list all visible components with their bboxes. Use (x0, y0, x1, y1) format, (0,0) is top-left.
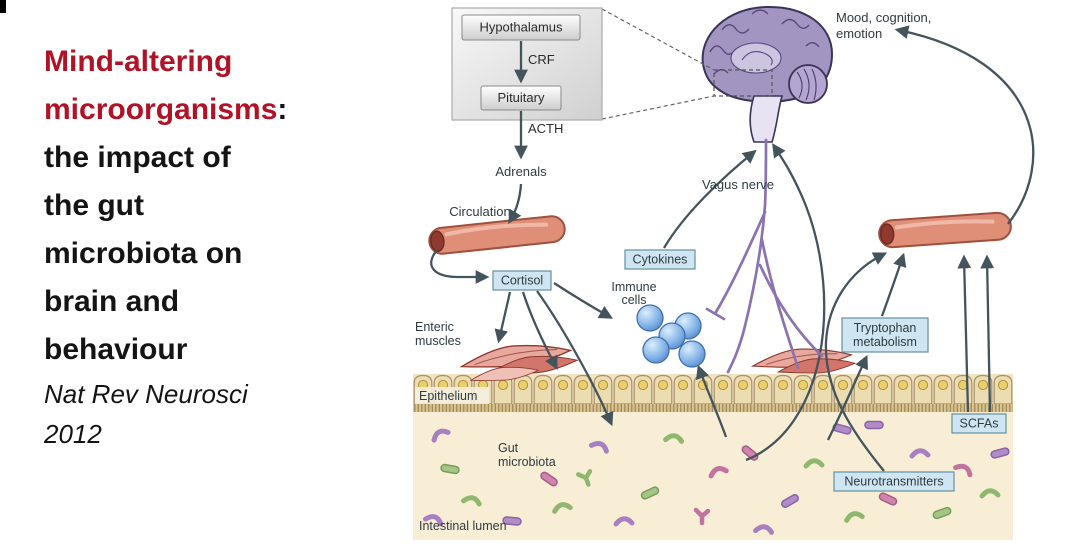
vagus-branch-immune (714, 210, 767, 314)
muscle-striation (766, 353, 838, 365)
vagus-branch-muscle-2 (758, 263, 824, 358)
immune-cell (636, 304, 664, 332)
arrow-tryptophan-to-circulation (880, 252, 907, 317)
tryptophan-label-line1: Tryptophan (854, 321, 917, 335)
title-line-3: the impact of (44, 141, 231, 174)
brain-illustration (701, 5, 834, 143)
epithelium-label-background (415, 387, 489, 404)
arrow-circulation-to-mood (894, 25, 1035, 225)
title-line-1: Mind-altering (44, 45, 233, 78)
immune-cells-label-line2: cells (621, 293, 646, 307)
corpus-callosum (730, 42, 782, 74)
arrow-scfas-to-circulation-2 (980, 254, 995, 413)
enteric-muscles-label-line1: Enteric (415, 320, 454, 334)
arrow-cortisol-to-lumen (536, 290, 614, 427)
arrow-lumen-to-tryptophan (826, 354, 868, 441)
title-line-4: the gut (44, 189, 144, 222)
tryptophan-tag: Tryptophan metabolism (841, 317, 929, 353)
hypothalamus-box (461, 14, 581, 41)
immune-cell (678, 340, 706, 368)
immune-cells-cluster (636, 304, 706, 368)
vagus-branch-terminal-bar (705, 307, 726, 321)
pituitary-box (480, 85, 562, 111)
arrow-scfas-to-circulation-1 (957, 254, 972, 413)
circulation-label: Circulation (449, 204, 510, 219)
arrow-microbiota-to-brain (745, 143, 826, 462)
title-line-7: behaviour (44, 333, 188, 366)
gut-microbiota-label-line2: microbiota (498, 455, 556, 469)
brainstem (749, 95, 784, 143)
citation-line-2: 2012 (44, 419, 102, 449)
title-line-6: brain and (44, 285, 180, 318)
corner-mark (0, 0, 6, 13)
vagus-nerve (705, 138, 824, 374)
title-line-2-red: microorganisms (44, 93, 278, 126)
brain-hypothalamus-zoom-box (713, 69, 773, 97)
intestinal-lumen-label: Intestinal lumen (419, 519, 507, 533)
cortisol-label: Cortisol (501, 274, 543, 288)
cytokines-tag: Cytokines (624, 249, 696, 270)
vessel-opening (430, 230, 445, 252)
enteric-muscles-label-line2: muscles (415, 334, 461, 348)
vessel-highlight (894, 219, 995, 230)
vessel-body (878, 211, 1012, 249)
scfas-tag: SCFAs (951, 413, 1007, 434)
pituitary-label: Pituitary (498, 90, 545, 105)
neurotransmitters-box (833, 471, 955, 492)
cortisol-tag: Cortisol (492, 270, 552, 291)
mood-label-line1: Mood, cognition, (836, 10, 931, 25)
epithelium-brush-border (413, 404, 1013, 412)
brain-inner-swirl (741, 51, 773, 66)
blood-vessel-right (878, 211, 1012, 249)
arrow-cortisol-to-enteric-muscles (494, 291, 512, 344)
title-block: Mind-altering microorganisms: the impact… (44, 38, 384, 454)
neurotransmitters-label: Neurotransmitters (844, 475, 943, 489)
cortisol-box (492, 270, 552, 291)
title-line-2-colon: : (277, 93, 288, 126)
vagus-branch-muscle-1 (760, 238, 800, 370)
cerebellum (788, 64, 828, 104)
arrow-neurotransmitters-to-circulation (824, 252, 888, 472)
arrow-adrenals-to-circulation (508, 183, 523, 224)
title-line-5: microbiota on (44, 237, 243, 270)
bacterium (864, 420, 884, 430)
vagus-nerve-label: Vagus nerve (702, 177, 774, 192)
scfas-box (951, 413, 1007, 434)
cytokines-box (624, 249, 696, 270)
acth-label: ACTH (528, 121, 563, 136)
blood-vessel-left (428, 215, 566, 255)
arrow-cortisol-to-epithelium (521, 291, 558, 371)
mood-label-line2: emotion (836, 26, 882, 41)
tryptophan-box (841, 317, 929, 353)
arrow-cortisol-to-immune-cells (553, 282, 614, 319)
cerebellum-striations (796, 68, 817, 101)
immune-cells-label-line1: Immune (611, 280, 656, 294)
muscle-striation (474, 348, 558, 366)
tryptophan-label-line2: metabolism (853, 335, 917, 349)
citation-line-1: Nat Rev Neurosci (44, 379, 248, 409)
immune-cell (642, 336, 670, 364)
arrow-circulation-to-cortisol (430, 249, 490, 284)
vessel-opening (879, 223, 895, 245)
zoom-connector-top (601, 8, 715, 71)
arrow-cytokines-to-brain (663, 149, 757, 249)
neurotransmitters-tag: Neurotransmitters (833, 471, 955, 492)
adrenals-label: Adrenals (495, 164, 547, 179)
zoom-connector-bottom (601, 95, 715, 120)
vagus-trunk (726, 138, 768, 374)
epithelium-band: Epithelium (413, 374, 1013, 412)
scfas-label: SCFAs (960, 417, 999, 431)
vessel-highlight (444, 222, 549, 237)
cytokines-label: Cytokines (633, 253, 688, 267)
arrow-microbiota-to-immune-cells (696, 364, 728, 438)
crf-label: CRF (528, 52, 555, 67)
hypothalamus-label: Hypothalamus (479, 20, 563, 35)
hpa-axis-panel: Hypothalamus CRF Pituitary (451, 7, 603, 121)
title-line-2: microorganisms: (44, 86, 384, 134)
enteric-muscle-right (750, 342, 857, 379)
enteric-muscle-left (459, 336, 579, 387)
gut-microbiota-label-line1: Gut (498, 441, 519, 455)
epithelium-label: Epithelium (419, 389, 477, 403)
